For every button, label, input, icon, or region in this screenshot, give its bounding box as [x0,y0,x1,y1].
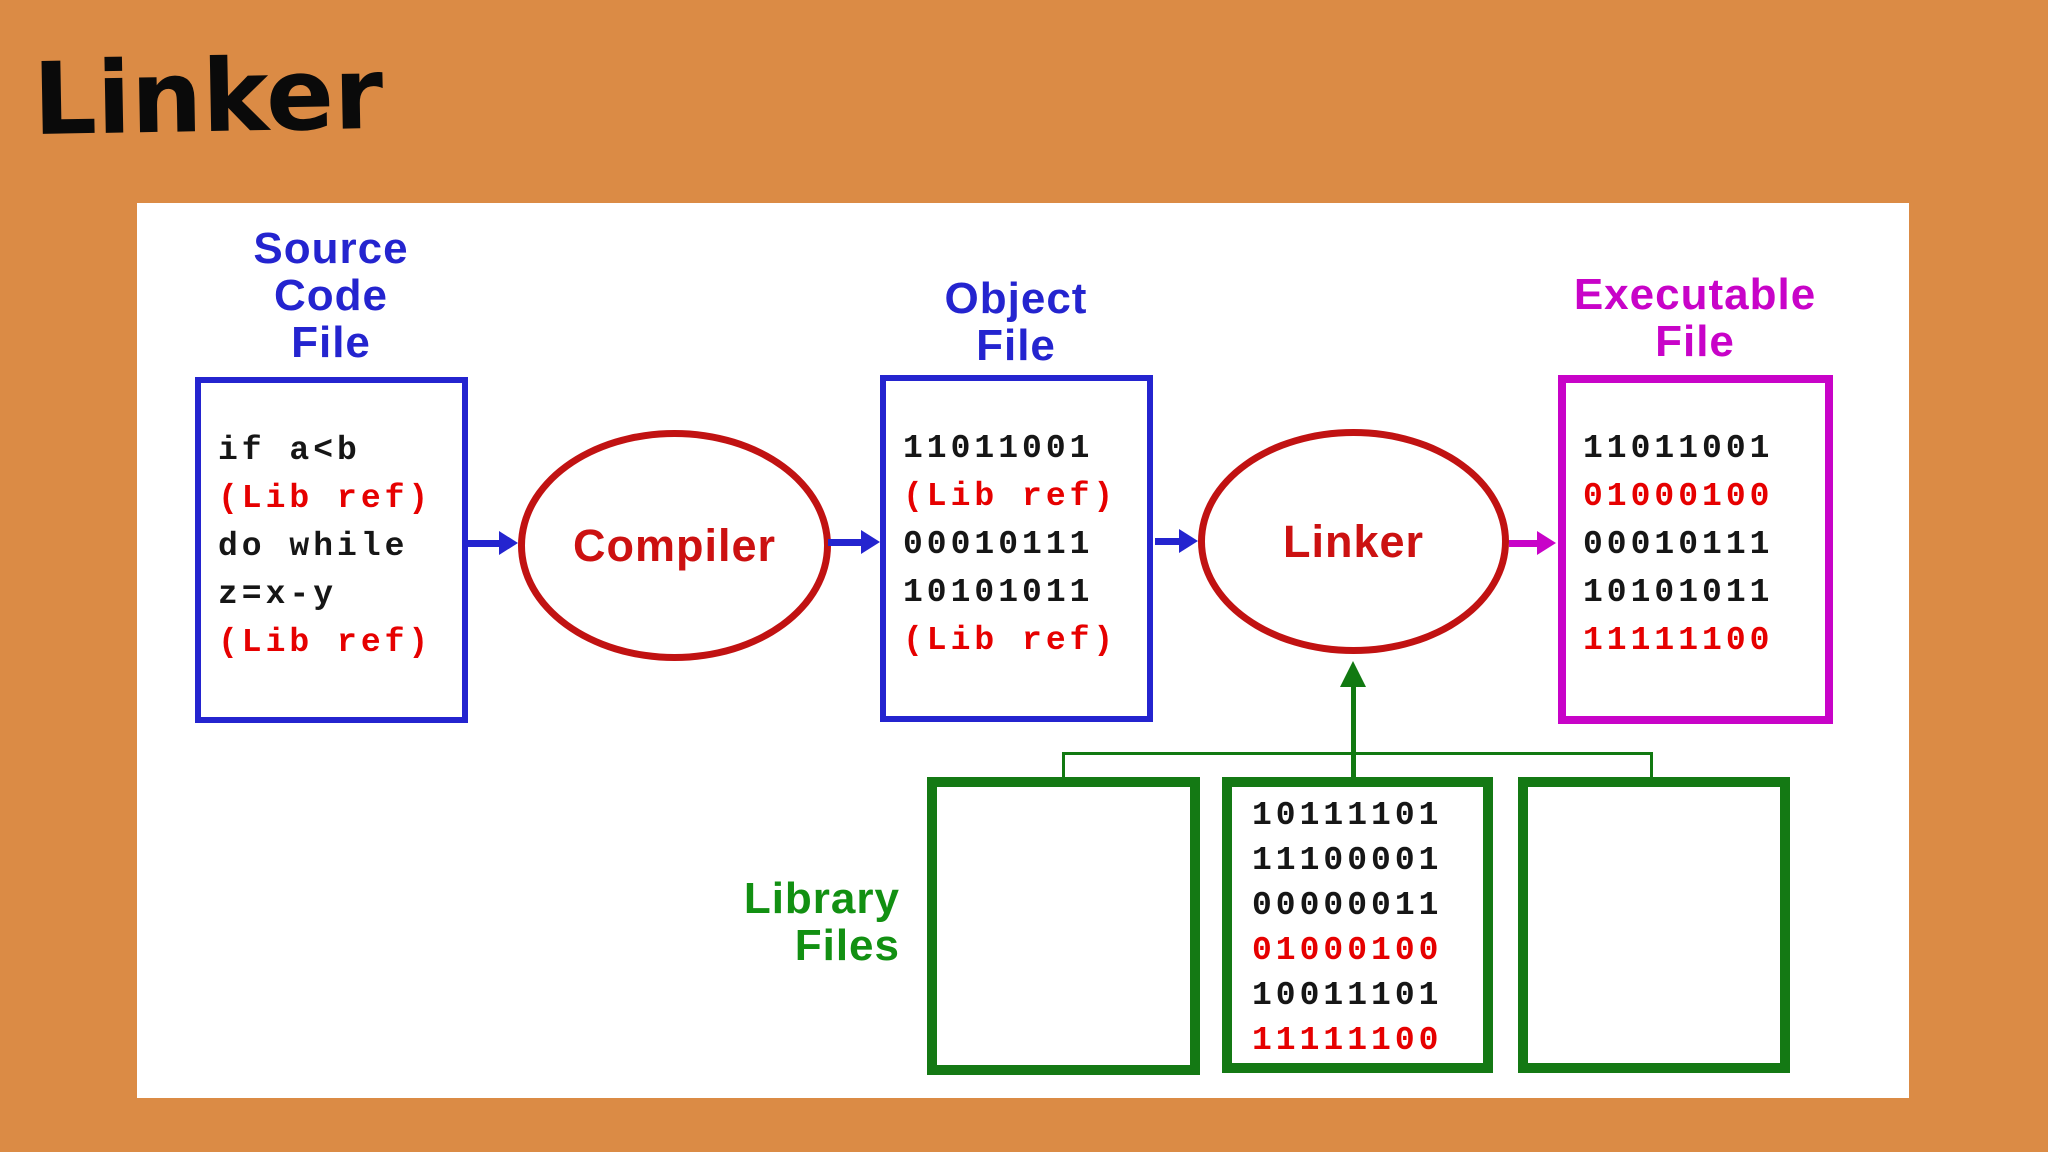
code-line: (Lib ref) [218,624,433,661]
arrow-linker-to-executable [1509,531,1556,555]
arrowhead-up-icon [1340,661,1366,687]
compiler-ellipse: Compiler [518,430,831,661]
label-line: Library [743,874,900,923]
code-line: 11100001 [1252,842,1443,879]
code-line: do while [218,528,409,565]
label-line: Executable [1573,270,1817,319]
arrowhead-right-icon [1537,531,1556,555]
code-line: 01000100 [1583,478,1774,515]
code-line: 11011001 [903,430,1094,467]
library-file-box-2: 10111101 11100001 00000011 01000100 10011101… [1222,777,1493,1073]
page-title: Linker [32,34,385,159]
object-file-box: 11011001 (Lib ref) 00010111 10101011 (Lib re… [880,375,1153,722]
library-connector-left-stub [1062,752,1065,778]
library-connector-right-stub [1650,752,1653,778]
library-file-box-3 [1518,777,1790,1073]
label-line: File [976,321,1056,370]
code-line: 10101011 [903,574,1094,611]
arrow-shaft [828,538,861,546]
label-line: Source [253,224,409,273]
label-line: Files [794,921,900,970]
arrow-source-to-compiler [467,531,518,555]
label-line: File [291,318,371,367]
executable-file-box: 11011001 01000100 00010111 10101011 11111100 [1558,375,1833,724]
code-line: 11011001 [1583,430,1774,467]
arrowhead-right-icon [1179,529,1198,553]
label-line: Object [944,274,1088,323]
code-line: (Lib ref) [218,480,433,517]
code-line: 11111100 [1583,622,1774,659]
code-line: 10101011 [1583,574,1774,611]
compiler-label: Compiler [572,519,777,571]
code-line: 01000100 [1252,932,1443,969]
code-line: 00010111 [903,526,1094,563]
library-connector-horizontal-line [1062,752,1653,755]
arrowhead-right-icon [861,530,880,554]
code-line: 11111100 [1252,1022,1443,1059]
linker-label: Linker [1282,515,1425,567]
code-line: 10011101 [1252,977,1443,1014]
library-file-box-1 [927,777,1200,1075]
code-line: (Lib ref) [903,478,1118,515]
source-code-file-box: if a<b (Lib ref) do while z=x-y (Lib ref) [195,377,468,723]
arrow-shaft [1509,539,1537,547]
arrow-library-to-linker-shaft [1351,685,1356,777]
arrow-shaft [467,539,499,547]
label-line: Code [274,271,388,320]
code-line: z=x-y [218,576,338,613]
linker-ellipse: Linker [1198,429,1509,654]
arrowhead-right-icon [499,531,518,555]
code-line: if a<b [218,432,361,469]
label-line: File [1655,317,1735,366]
arrow-object-to-linker [1155,529,1198,553]
code-line: (Lib ref) [903,622,1118,659]
code-line: 10111101 [1252,797,1443,834]
code-line: 00010111 [1583,526,1774,563]
code-line: 00000011 [1252,887,1443,924]
arrow-compiler-to-object [828,530,880,554]
arrow-shaft [1155,537,1179,545]
